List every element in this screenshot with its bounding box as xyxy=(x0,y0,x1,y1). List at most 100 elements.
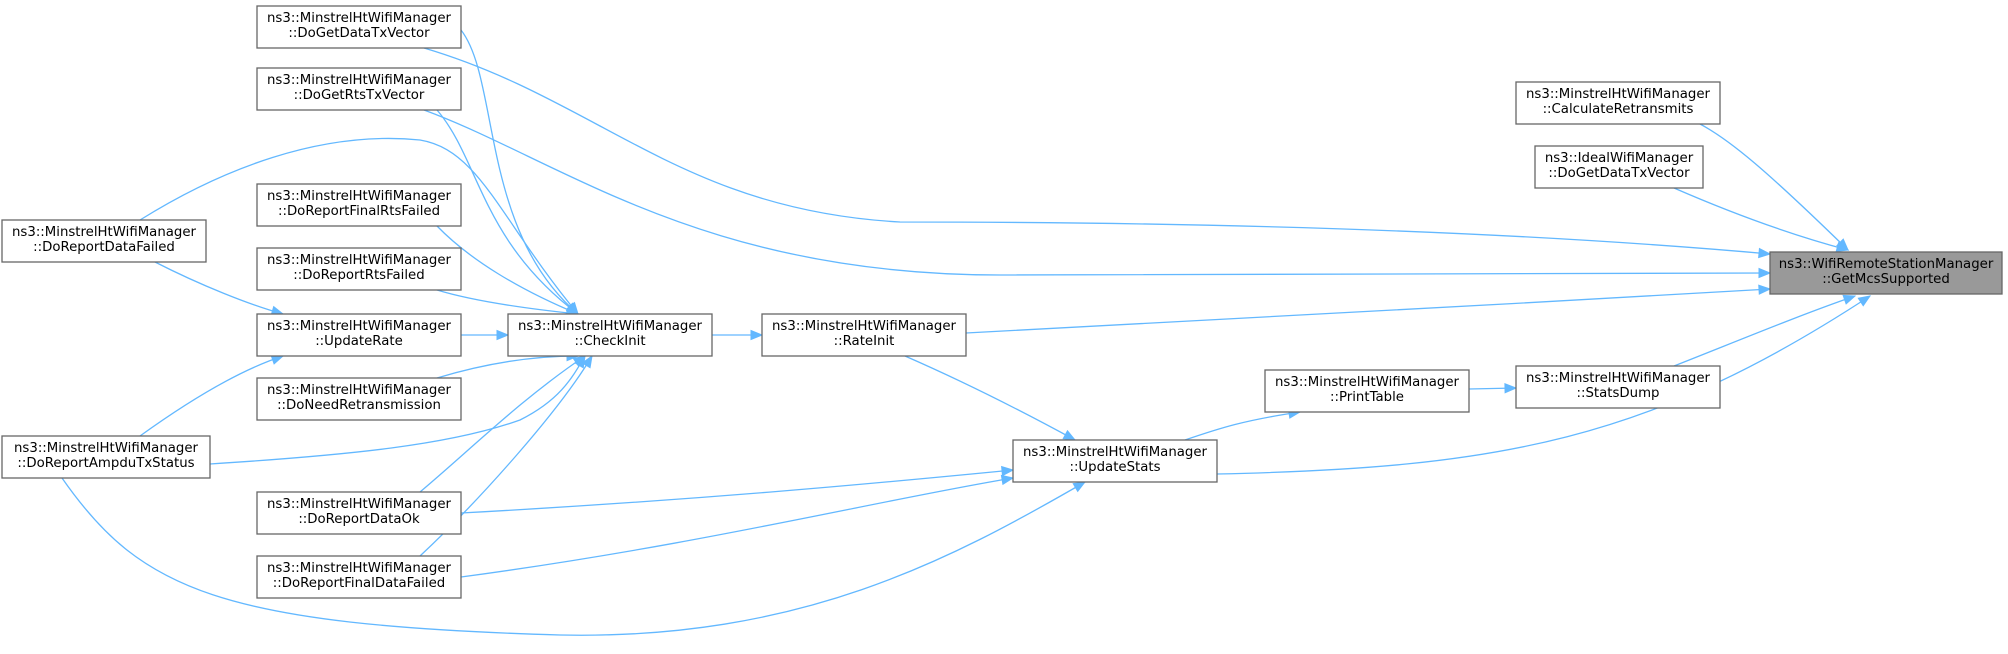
edge-rateinit-to-getmcs xyxy=(965,284,1772,334)
arrowhead-icon xyxy=(1758,267,1772,279)
node-box xyxy=(256,377,462,421)
node-method-label: ::StatsDump xyxy=(1577,386,1660,401)
edge-datafailed-to-checkinit xyxy=(139,137,579,316)
node-class-label: ns3::MinstrelHtWifiManager xyxy=(1275,375,1460,390)
node-box xyxy=(1534,145,1704,189)
node-box xyxy=(256,67,462,111)
edge-line xyxy=(1699,123,1849,251)
node-method-label: ::DoReportDataFailed xyxy=(33,240,175,255)
node-method-label: ::CalculateRetransmits xyxy=(1543,102,1694,117)
node-ampdu[interactable]: ns3::MinstrelHtWifiManager::DoReportAmpd… xyxy=(1,435,211,479)
node-dogetrts[interactable]: ns3::MinstrelHtWifiManager::DoGetRtsTxVe… xyxy=(256,67,462,111)
node-class-label: ns3::WifiRemoteStationManager xyxy=(1779,257,1994,272)
edge-line xyxy=(139,355,284,437)
node-class-label: ns3::MinstrelHtWifiManager xyxy=(772,319,957,334)
edge-line xyxy=(436,109,579,315)
node-box xyxy=(256,5,462,49)
arrowhead-icon xyxy=(572,355,587,367)
node-dataok[interactable]: ns3::MinstrelHtWifiManager::DoReportData… xyxy=(256,491,462,535)
arrowhead-icon xyxy=(496,329,510,341)
edge-updaterate-to-checkinit xyxy=(461,329,510,341)
node-datafailed[interactable]: ns3::MinstrelHtWifiManager::DoReportData… xyxy=(1,219,207,263)
node-rateinit[interactable]: ns3::MinstrelHtWifiManager::RateInit xyxy=(761,313,967,357)
node-method-label: ::RateInit xyxy=(834,334,895,349)
edge-finaldata-to-updatestats xyxy=(460,474,1015,578)
node-class-label: ns3::MinstrelHtWifiManager xyxy=(518,319,703,334)
node-method-label: ::UpdateRate xyxy=(315,334,403,349)
edge-statsdump-to-getmcs xyxy=(1673,294,1857,367)
node-box xyxy=(1515,365,1721,409)
edge-line xyxy=(904,355,1076,441)
node-rtsfailed[interactable]: ns3::MinstrelHtWifiManager::DoReportRtsF… xyxy=(256,247,462,291)
node-method-label: ::DoReportRtsFailed xyxy=(293,268,424,283)
node-box xyxy=(1515,81,1721,125)
node-ideal[interactable]: ns3::IdealWifiManager::DoGetDataTxVector xyxy=(1534,145,1704,189)
node-checkinit[interactable]: ns3::MinstrelHtWifiManager::CheckInit xyxy=(507,313,713,357)
edge-updatestats-to-printtable xyxy=(1184,408,1302,441)
node-method-label: ::GetMcsSupported xyxy=(1822,272,1950,287)
node-method-label: ::CheckInit xyxy=(574,334,645,349)
edge-line xyxy=(436,289,579,315)
edge-dogetdata-to-getmcs xyxy=(423,47,1772,259)
edge-dogetrts-to-getmcs xyxy=(423,109,1772,279)
arrowhead-icon xyxy=(1758,284,1772,295)
node-class-label: ns3::IdealWifiManager xyxy=(1545,151,1694,166)
node-dogetdata[interactable]: ns3::MinstrelHtWifiManager::DoGetDataTxV… xyxy=(256,5,462,49)
node-box xyxy=(256,183,462,227)
node-box xyxy=(256,555,462,599)
node-updaterate[interactable]: ns3::MinstrelHtWifiManager::UpdateRate xyxy=(256,313,462,357)
node-class-label: ns3::MinstrelHtWifiManager xyxy=(267,189,452,204)
edge-dataok-to-checkinit xyxy=(419,355,587,493)
edge-line xyxy=(419,355,586,493)
node-method-label: ::DoGetRtsTxVector xyxy=(294,88,425,103)
edge-updatestats-to-getmcs xyxy=(1216,295,1872,475)
edge-line xyxy=(460,477,1014,578)
node-box xyxy=(256,247,462,291)
arrowhead-icon xyxy=(581,354,593,369)
node-class-label: ns3::MinstrelHtWifiManager xyxy=(267,319,452,334)
node-method-label: ::DoGetDataTxVector xyxy=(288,26,430,41)
node-updatestats[interactable]: ns3::MinstrelHtWifiManager::UpdateStats xyxy=(1012,439,1218,483)
node-finaldata[interactable]: ns3::MinstrelHtWifiManager::DoReportFina… xyxy=(256,555,462,599)
node-class-label: ns3::MinstrelHtWifiManager xyxy=(267,73,452,88)
edge-ideal-to-getmcs xyxy=(1673,187,1850,253)
arrowhead-icon xyxy=(1000,474,1015,486)
edge-checkinit-to-rateinit xyxy=(712,329,764,341)
node-getmcs[interactable]: ns3::WifiRemoteStationManager::GetMcsSup… xyxy=(1769,251,2003,295)
arrowhead-icon xyxy=(1001,465,1015,477)
node-printtable[interactable]: ns3::MinstrelHtWifiManager::PrintTable xyxy=(1264,369,1470,413)
edge-dataok-to-updatestats xyxy=(460,465,1015,514)
node-statsdump[interactable]: ns3::MinstrelHtWifiManager::StatsDump xyxy=(1515,365,1721,409)
node-calcretx[interactable]: ns3::MinstrelHtWifiManager::CalculateRet… xyxy=(1515,81,1721,125)
edge-line xyxy=(1673,295,1856,367)
edge-calcretx-to-getmcs xyxy=(1699,123,1849,251)
node-needretx[interactable]: ns3::MinstrelHtWifiManager::DoNeedRetran… xyxy=(256,377,462,421)
node-class-label: ns3::MinstrelHtWifiManager xyxy=(12,225,197,240)
node-class-label: ns3::MinstrelHtWifiManager xyxy=(267,497,452,512)
arrowhead-icon xyxy=(750,329,764,341)
edge-line xyxy=(1184,411,1301,441)
node-box xyxy=(1,219,207,263)
edge-line xyxy=(423,109,1771,276)
arrowhead-icon xyxy=(1062,429,1077,441)
arrowhead-icon xyxy=(1857,295,1872,307)
node-box xyxy=(256,313,462,357)
edge-line xyxy=(436,225,579,315)
node-box xyxy=(256,491,462,535)
edge-line xyxy=(460,469,1014,514)
node-finalrts[interactable]: ns3::MinstrelHtWifiManager::DoReportFina… xyxy=(256,183,462,227)
edge-printtable-to-statsdump xyxy=(1468,383,1518,394)
node-box xyxy=(1769,251,2003,295)
node-class-label: ns3::MinstrelHtWifiManager xyxy=(14,441,199,456)
edge-line xyxy=(460,29,579,315)
edge-line xyxy=(436,355,579,379)
edge-line xyxy=(61,477,1086,636)
node-class-label: ns3::MinstrelHtWifiManager xyxy=(267,253,452,268)
node-method-label: ::DoReportFinalDataFailed xyxy=(273,576,445,591)
node-class-label: ns3::MinstrelHtWifiManager xyxy=(1023,445,1208,460)
arrowhead-icon xyxy=(1842,294,1857,305)
node-box xyxy=(507,313,713,357)
node-method-label: ::PrintTable xyxy=(1330,390,1404,405)
arrowhead-icon xyxy=(1072,481,1087,493)
